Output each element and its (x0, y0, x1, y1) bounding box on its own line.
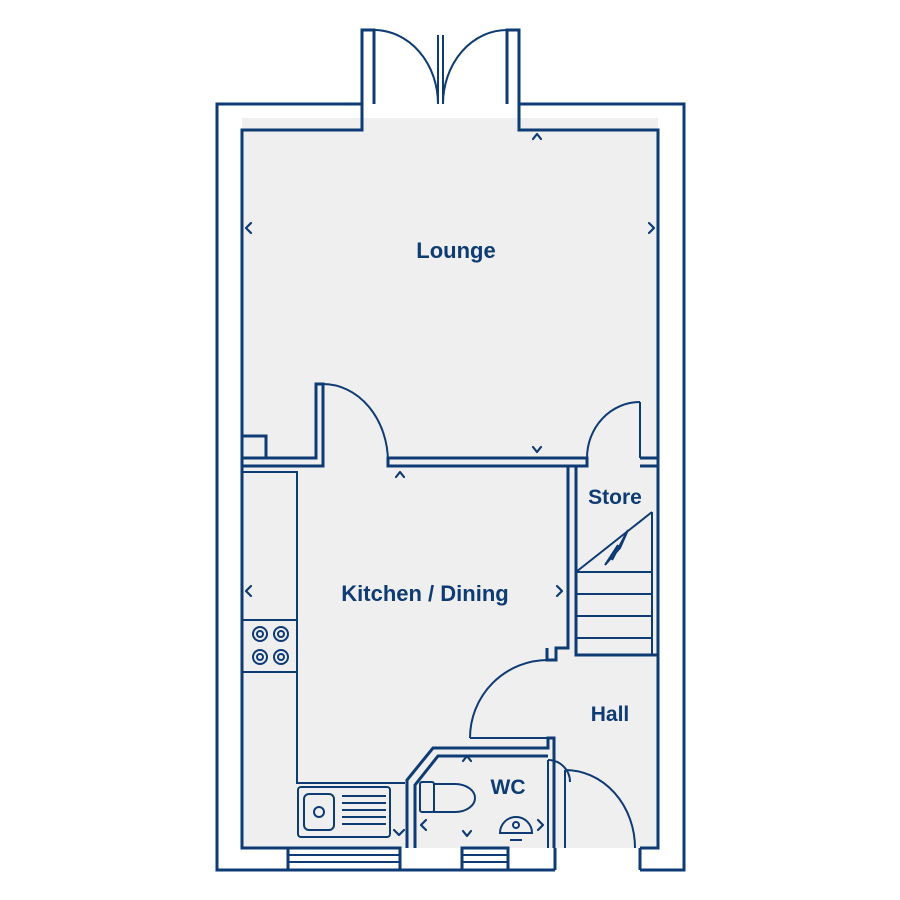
toilet-icon (419, 781, 476, 813)
sink-icon (297, 786, 391, 838)
room-label-wc: WC (491, 776, 526, 799)
partition-walls (240, 382, 660, 468)
hall-door (469, 659, 549, 739)
front-windows (286, 846, 510, 872)
room-label-kitchen-dining: Kitchen / Dining (341, 581, 508, 606)
dimension-marker-icon (244, 132, 656, 838)
kitchen-worktop (241, 471, 405, 784)
outer-walls (215, 102, 686, 872)
room-label-lounge: Lounge (416, 238, 495, 263)
room-label-hall: Hall (591, 703, 630, 726)
wc-walls (405, 736, 571, 848)
room-label-store: Store (588, 486, 642, 509)
basin-icon (498, 816, 534, 841)
store-wall (545, 466, 658, 662)
patio-doors (360, 28, 521, 105)
front-door (553, 769, 642, 870)
stairs-icon (575, 511, 653, 655)
hob-icon (252, 626, 289, 665)
floor-fill (242, 118, 658, 848)
